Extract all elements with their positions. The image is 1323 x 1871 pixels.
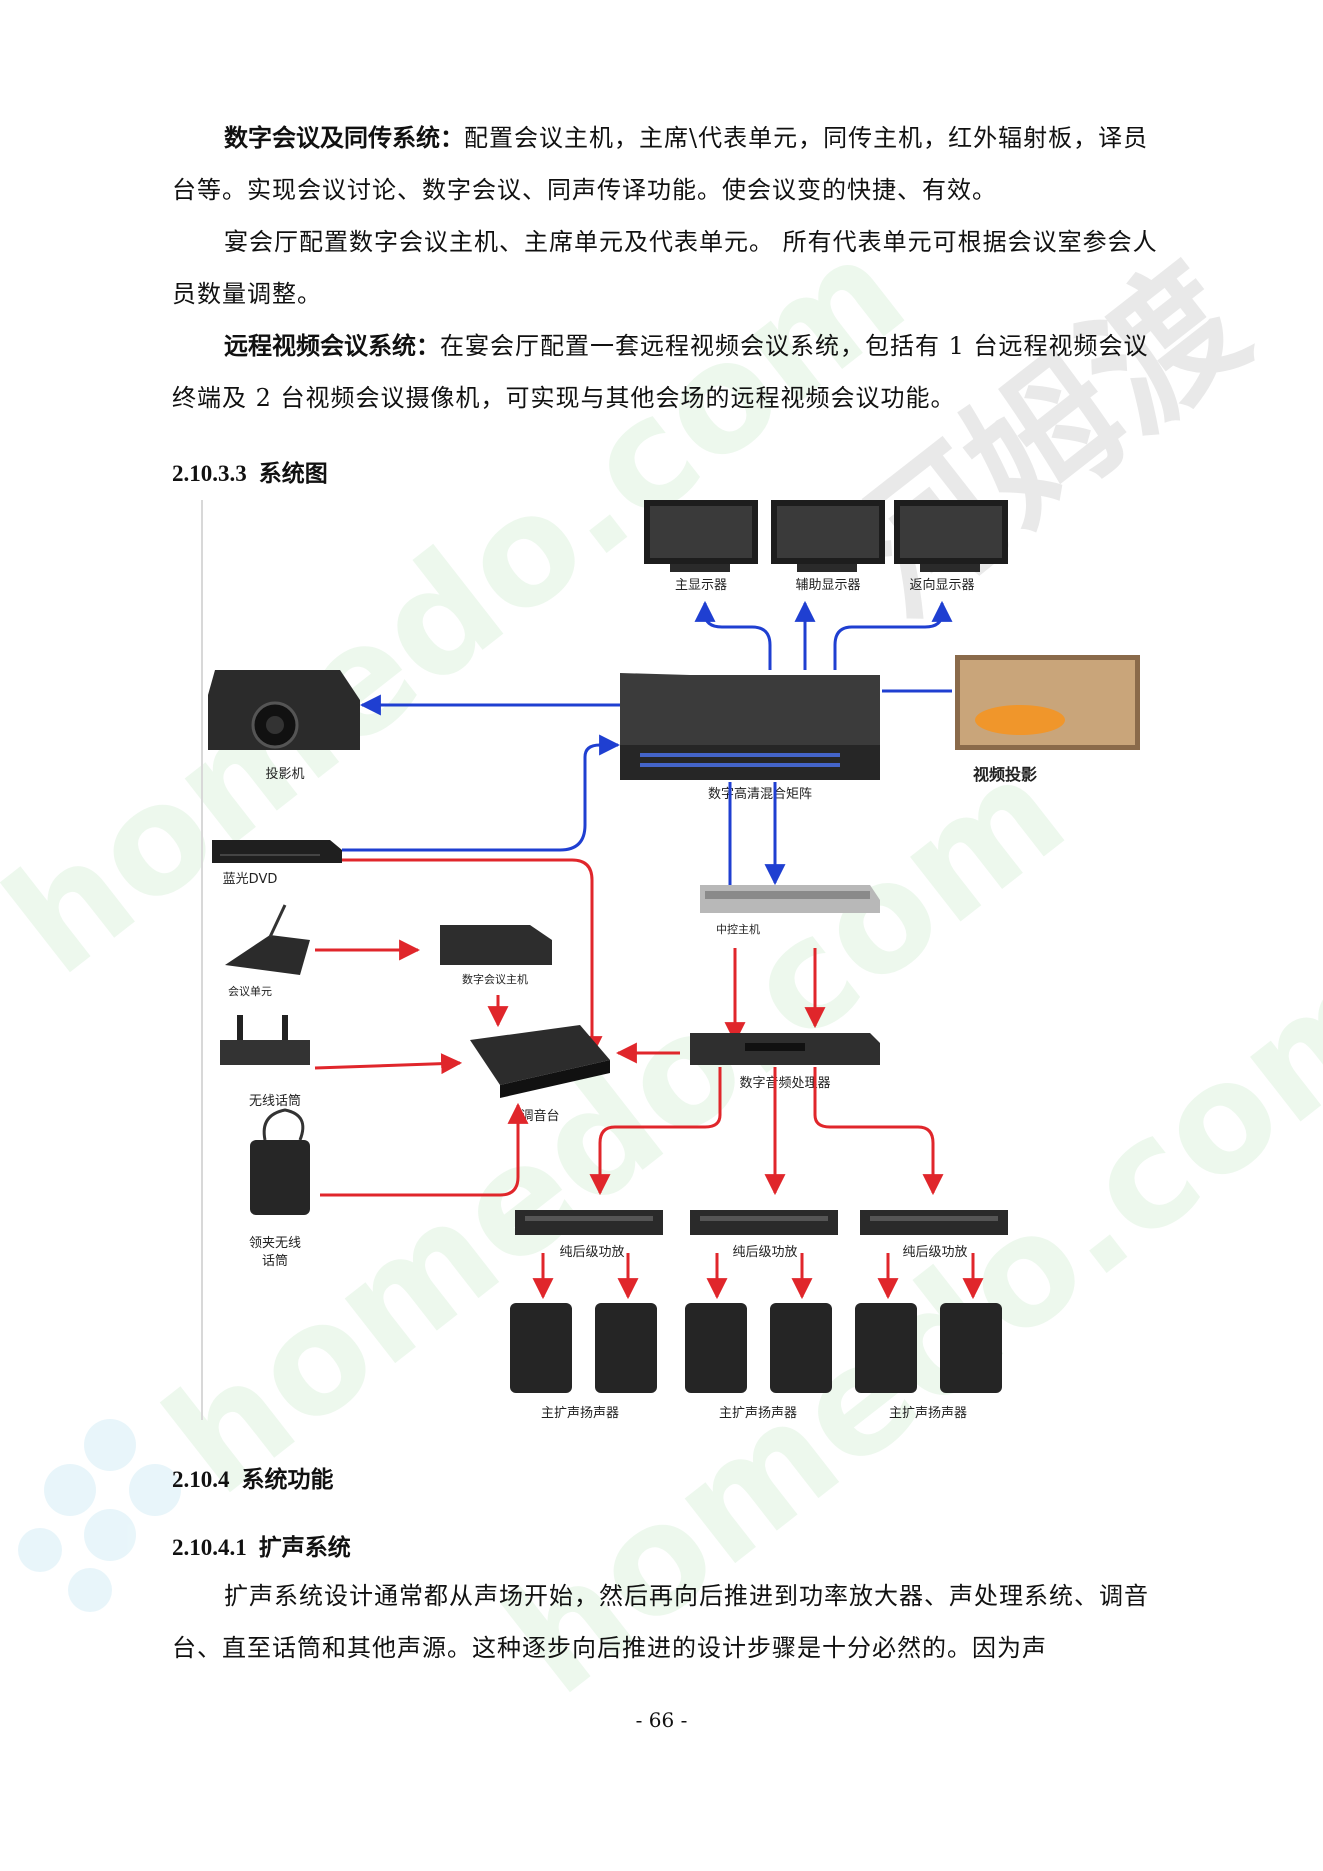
watermark-flower-icon [18,1419,181,1612]
speaker-3 [685,1303,747,1393]
label-video-projection: 视频投影 [973,765,1037,784]
monitor-return [894,500,1008,572]
monitor-main [644,500,758,572]
label-meeting-unit: 会议单元 [228,985,272,998]
label-amp-3: 纯后级功放 [902,1245,967,1260]
link-lavalier-mixer [320,1102,529,1197]
paragraph-text: 在宴会厅配置一套远程视频会议系统，包括有 1 台远程视频会议终端及 2 台视频会… [172,332,1149,412]
label-meeting-host: 数字会议主机 [462,972,528,986]
label-main-display: 主显示器 [675,578,727,593]
label-central-control: 中控主机 [716,922,760,936]
central-control-device [700,885,880,913]
label-projector: 投影机 [265,766,304,782]
paragraph-conference-system: 数字会议及同传系统：配置会议主机，主席\代表单元，同传主机，红外辐射板，译员台等… [172,112,1162,216]
projector-device [208,670,360,750]
amp-device-2 [690,1210,838,1235]
paragraph-banquet-hall: 宴会厅配置数字会议主机、主席单元及代表单元。 所有代表单元可根据会议室参会人员数… [172,216,1162,320]
link-processor-amp-1 [589,1067,722,1196]
label-return-display: 返向显示器 [909,577,974,593]
link-matrix-return [833,600,953,670]
matrix-device [620,673,880,780]
label-matrix: 数字高清混合矩阵 [708,786,812,802]
heading-number: 2.10.3.3 [172,461,247,486]
label-bluray: 蓝光DVD [223,872,278,887]
speaker-4 [770,1303,832,1393]
speaker-1 [510,1303,572,1393]
label-amp-2: 纯后级功放 [732,1245,797,1260]
heading-system-function: 2.10.4 系统功能 [172,1460,334,1494]
wireless-mic-receiver [220,1015,310,1065]
lavalier-mic-device [250,1108,310,1215]
link-processor-amp-3 [813,1067,944,1196]
term-conference-system: 数字会议及同传系统： [224,124,464,152]
label-speaker-2: 主扩声扬声器 [719,1406,797,1421]
label-wireless-mic: 无线话筒 [249,1093,301,1109]
amp-device-1 [515,1210,663,1235]
heading-title: 系统功能 [241,1467,334,1492]
heading-number: 2.10.4.1 [172,1535,247,1560]
speaker-2 [595,1303,657,1393]
heading-system-diagram: 2.10.3.3 系统图 [172,454,328,488]
term-video-conference: 远程视频会议系统： [224,332,440,360]
heading-title: 扩声系统 [258,1535,351,1560]
heading-number: 2.10.4 [172,1467,230,1492]
label-mixer: 调音台 [520,1108,559,1124]
audio-processor-device [690,1033,880,1065]
paragraph-pa-system: 扩声系统设计通常都从声场开始，然后再向后推进到功率放大器、声处理系统、调音台、直… [172,1570,1162,1674]
link-matrix-main [694,600,772,670]
label-lavalier-2: 话筒 [262,1253,288,1269]
paragraph-video-conference: 远程视频会议系统：在宴会厅配置一套远程视频会议系统，包括有 1 台远程视频会议终… [172,320,1162,424]
link-mic-mixer [314,1053,463,1075]
monitor-aux [771,500,885,572]
video-projection-screen [955,655,1140,750]
label-aux-display: 辅助显示器 [795,578,860,593]
amp-device-3 [860,1210,1008,1235]
bluray-device [212,840,342,863]
paragraph-text: 扩声系统设计通常都从声场开始，然后再向后推进到功率放大器、声处理系统、调音台、直… [172,1582,1149,1662]
paragraph-text: 配置会议主机，主席\代表单元，同传主机，红外辐射板，译员台等。实现会议讨论、数字… [172,124,1149,204]
page-number: - 66 - [635,1708,688,1732]
meeting-host-device [440,925,552,965]
link-bluray-matrix [342,734,621,852]
label-audio-processor: 数字音频处理器 [739,1075,830,1091]
heading-title: 系统图 [258,461,328,486]
label-speaker-1: 主扩声扬声器 [541,1406,619,1421]
link-bluray-mixer [342,858,603,1058]
label-lavalier-1: 领夹无线 [249,1236,301,1251]
system-diagram: 主显示器 辅助显示器 返向显示器 投影机 数字高清混合矩阵 视频投影 蓝光DVD [201,500,1140,1421]
label-speaker-3: 主扩声扬声器 [889,1406,967,1421]
label-amp-1: 纯后级功放 [559,1245,624,1260]
speaker-5 [855,1303,917,1393]
heading-pa-system: 2.10.4.1 扩声系统 [172,1528,351,1562]
meeting-unit-device [225,904,310,975]
mixer-device [470,1025,610,1098]
paragraph-text: 宴会厅配置数字会议主机、主席单元及代表单元。 所有代表单元可根据会议室参会人员数… [172,228,1158,308]
speaker-6 [940,1303,1002,1393]
